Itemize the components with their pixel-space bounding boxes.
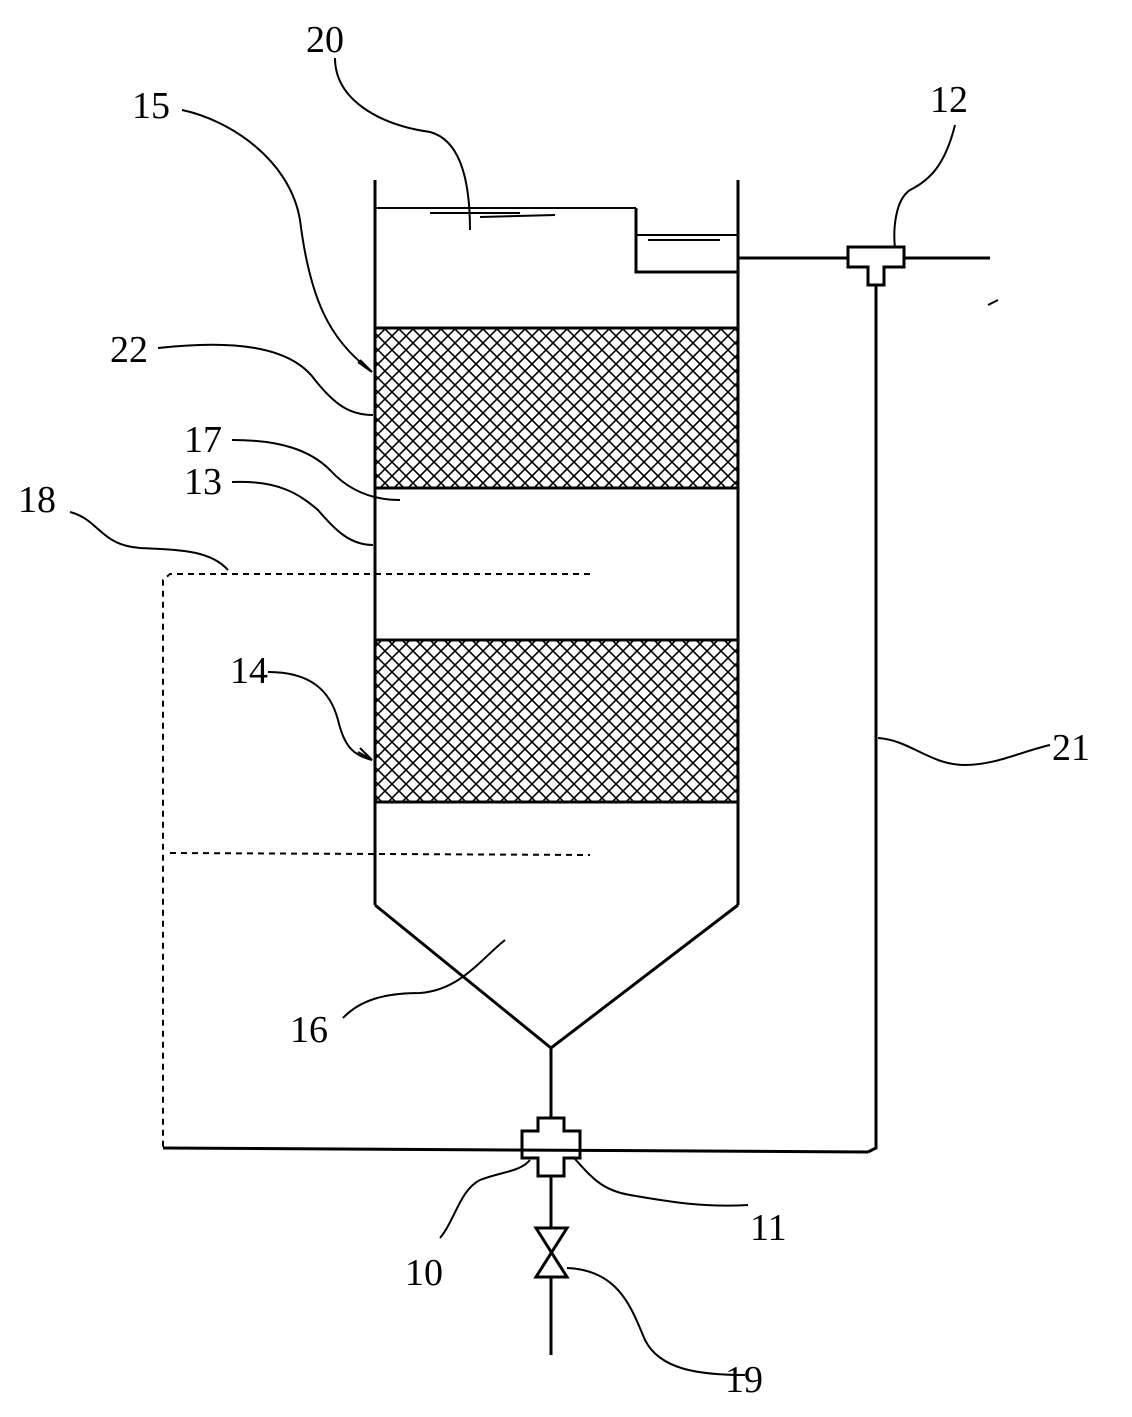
weir-water-line (636, 234, 738, 241)
label-19: 19 (725, 1359, 763, 1401)
label-12: 12 (930, 79, 968, 121)
leader-10 (439, 1159, 531, 1239)
overflow-weir (634, 208, 738, 274)
label-21: 21 (1052, 727, 1090, 769)
leader-17 (231, 439, 401, 501)
lower-media-bed (373, 638, 740, 804)
label-14: 14 (230, 650, 268, 692)
dashed-loop-18 (162, 573, 590, 1148)
leader-20 (334, 57, 471, 231)
drain-valve (533, 1226, 570, 1279)
label-15: 15 (132, 85, 170, 127)
leader-19 (566, 1267, 746, 1376)
dashed-lower-branch (169, 852, 591, 856)
vessel-cone-bottom (374, 903, 739, 1050)
bottom-header-pipe (162, 1146, 869, 1154)
label-11: 11 (750, 1207, 787, 1249)
leader-18 (69, 511, 229, 571)
label-16: 16 (290, 1009, 328, 1051)
cross-fitting (520, 1116, 582, 1178)
leader-14 (267, 671, 373, 761)
leader-11 (573, 1157, 749, 1207)
tee-fitting-12 (846, 245, 906, 287)
recirculation-line (867, 285, 878, 1154)
label-17: 17 (184, 419, 222, 461)
label-13: 13 (184, 461, 222, 503)
leader-16 (342, 939, 506, 1019)
water-surface-ripple (430, 212, 556, 218)
label-18: 18 (18, 479, 56, 521)
leader-12 (893, 124, 956, 249)
upper-media-bed (373, 326, 740, 490)
label-20: 20 (306, 19, 344, 61)
leader-15 (181, 109, 371, 371)
leader-21 (877, 737, 1051, 767)
stray-mark (987, 299, 999, 306)
arrow-14 (357, 747, 373, 761)
label-10: 10 (405, 1252, 443, 1294)
leader-13 (231, 480, 374, 546)
label-22: 22 (110, 329, 148, 371)
arrow-15 (357, 359, 373, 373)
leader-22 (157, 343, 374, 416)
